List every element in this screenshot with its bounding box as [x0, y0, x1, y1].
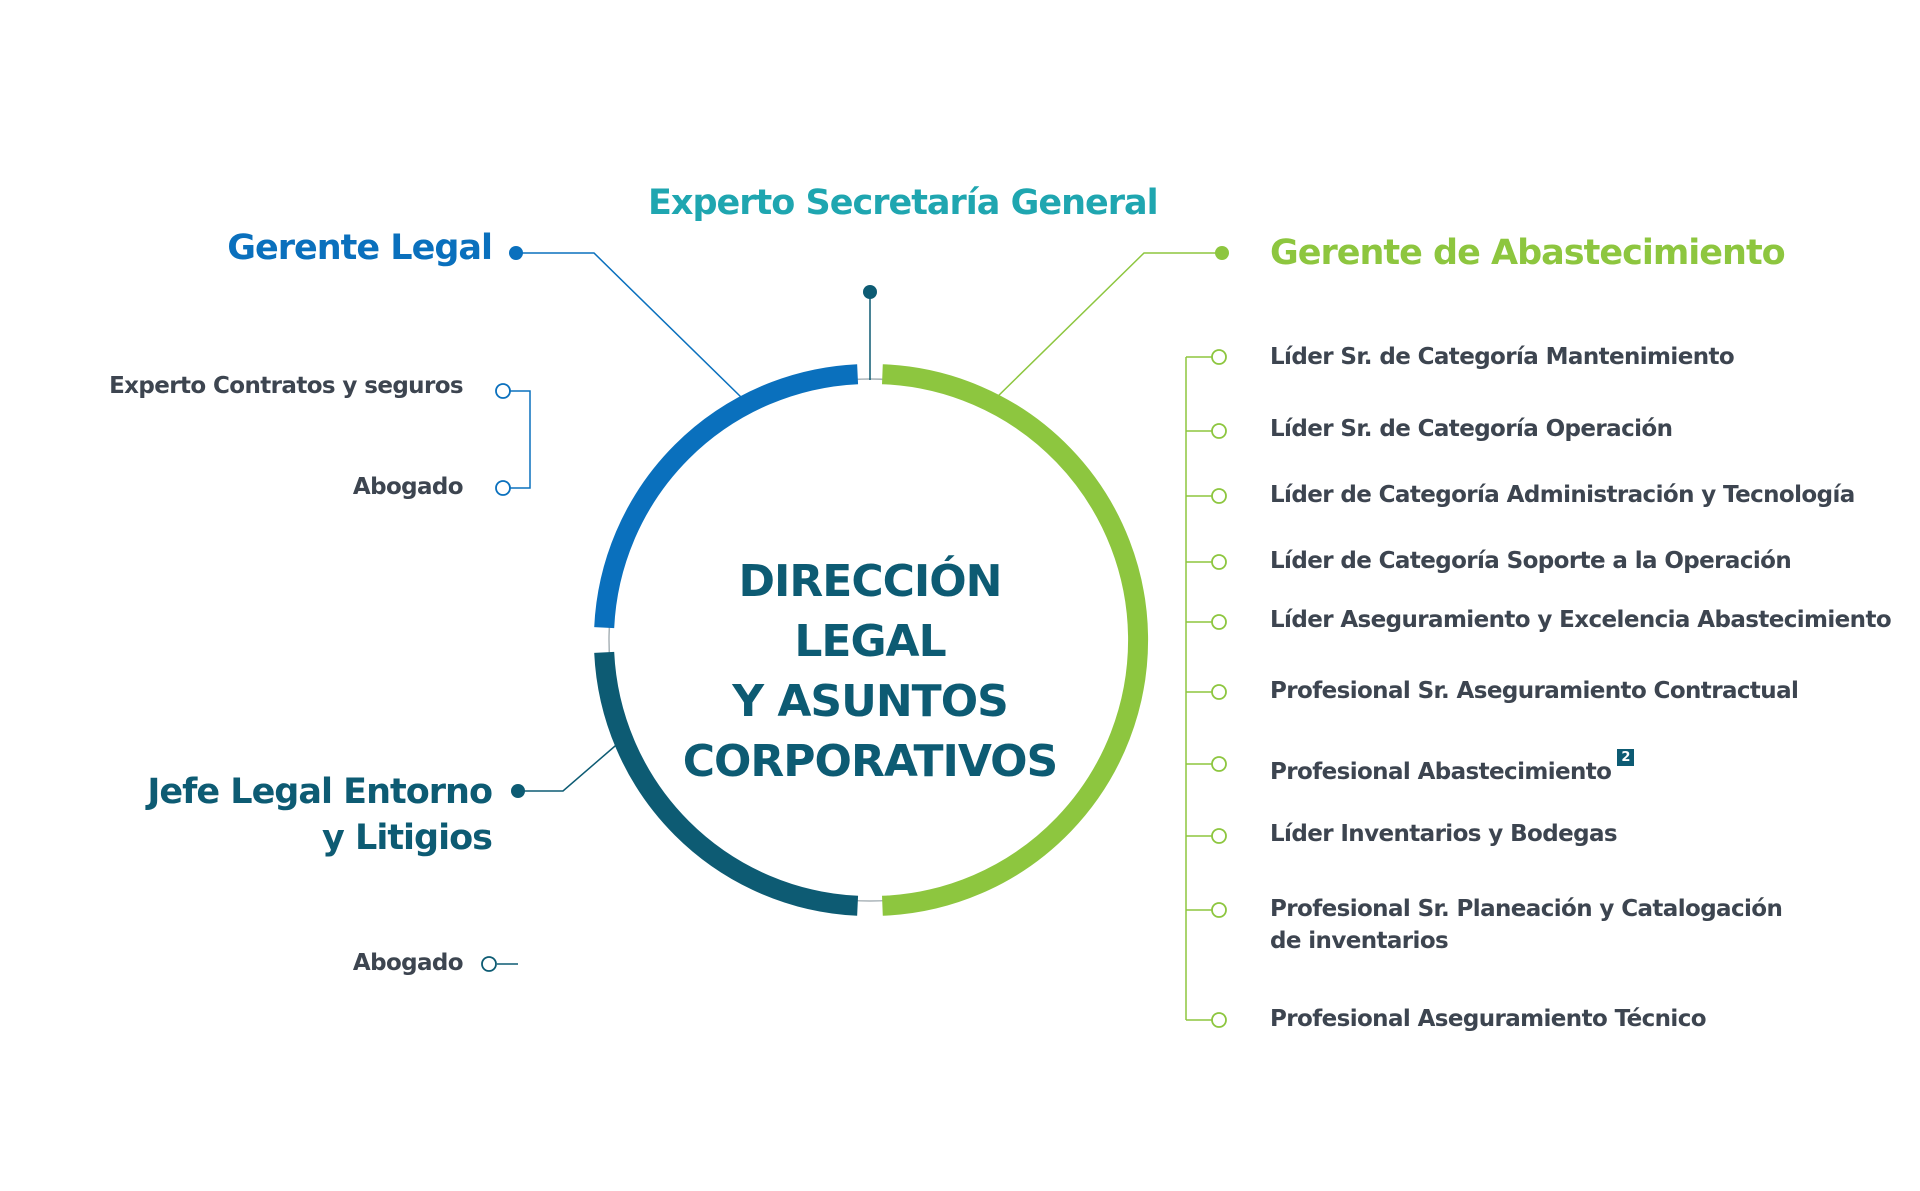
abastecimiento-bullet-5	[1211, 684, 1227, 700]
legal-item-1: Abogado	[352, 474, 464, 500]
abastecimiento-bullet-7	[1211, 828, 1227, 844]
ring-arc-legal	[594, 364, 859, 629]
abastecimiento-item-8-line2: de inventarios	[1270, 928, 1449, 954]
abastecimiento-item-9: Profesional Aseguramiento Técnico	[1270, 1006, 1707, 1032]
connector-abastecimiento	[991, 252, 1222, 403]
bullet-litigios-0	[481, 956, 497, 972]
ring-arc-abastecimiento	[881, 364, 1149, 916]
label-gerente-abastecimiento: Gerente de Abastecimiento	[1270, 233, 1786, 273]
label-experto-secretaria: Experto Secretaría General	[648, 183, 1159, 223]
connector-legal-dot	[509, 246, 523, 260]
abastecimiento-item-5: Profesional Sr. Aseguramiento Contractua…	[1270, 678, 1799, 704]
abastecimiento-item-1: Líder Sr. de Categoría Operación	[1270, 416, 1673, 442]
connector-litigios	[518, 739, 623, 792]
bullet-legal-0	[495, 383, 511, 399]
connector-legal	[516, 252, 743, 399]
abastecimiento-item-2: Líder de Categoría Administración y Tecn…	[1270, 482, 1855, 508]
legal-item-0: Experto Contratos y seguros	[109, 373, 464, 399]
abastecimiento-item-6: Profesional Abastecimiento 2	[1270, 749, 1635, 785]
connector-litigios-dot	[511, 784, 525, 798]
bracket-legal	[510, 390, 531, 489]
abastecimiento-item-4: Líder Aseguramiento y Excelencia Abastec…	[1270, 607, 1892, 633]
label-jefe-legal-line1: Jefe Legal Entorno	[147, 772, 493, 812]
abastecimiento-bullet-1	[1211, 423, 1227, 439]
abastecimiento-bullet-3	[1211, 554, 1227, 570]
abastecimiento-item-8: Profesional Sr. Planeación y Catalogació…	[1270, 896, 1783, 922]
ring-arc-litigios	[594, 651, 859, 916]
abastecimiento-bullet-4	[1211, 614, 1227, 630]
abastecimiento-bullet-9	[1211, 1012, 1227, 1028]
connector-top-dot	[863, 285, 877, 299]
abastecimiento-bullet-2	[1211, 488, 1227, 504]
center-title: DIRECCIÓN LEGAL Y ASUNTOS CORPORATIVOS	[660, 552, 1080, 792]
abastecimiento-bullet-6	[1211, 756, 1227, 772]
label-jefe-legal-line2: y Litigios	[322, 818, 493, 858]
center-title-line3: CORPORATIVOS	[682, 736, 1059, 787]
bullet-legal-1	[495, 480, 511, 496]
litigios-item-0: Abogado	[352, 950, 464, 976]
connector-abastecimiento-dot	[1215, 246, 1229, 260]
abastecimiento-bullet-0	[1211, 349, 1227, 365]
abastecimiento-item-7: Líder Inventarios y Bodegas	[1270, 821, 1618, 847]
center-title-line1: DIRECCIÓN LEGAL	[738, 556, 1002, 667]
center-title-line2: Y ASUNTOS	[732, 676, 1009, 727]
footnote-badge: 2	[1617, 749, 1635, 766]
abastecimiento-item-0: Líder Sr. de Categoría Mantenimiento	[1270, 344, 1735, 370]
label-gerente-legal: Gerente Legal	[227, 228, 493, 268]
abastecimiento-bullet-8	[1211, 902, 1227, 918]
abastecimiento-item-6-text: Profesional Abastecimiento	[1270, 759, 1612, 785]
abastecimiento-bullets	[1186, 349, 1227, 1028]
abastecimiento-item-3: Líder de Categoría Soporte a la Operació…	[1270, 548, 1792, 574]
